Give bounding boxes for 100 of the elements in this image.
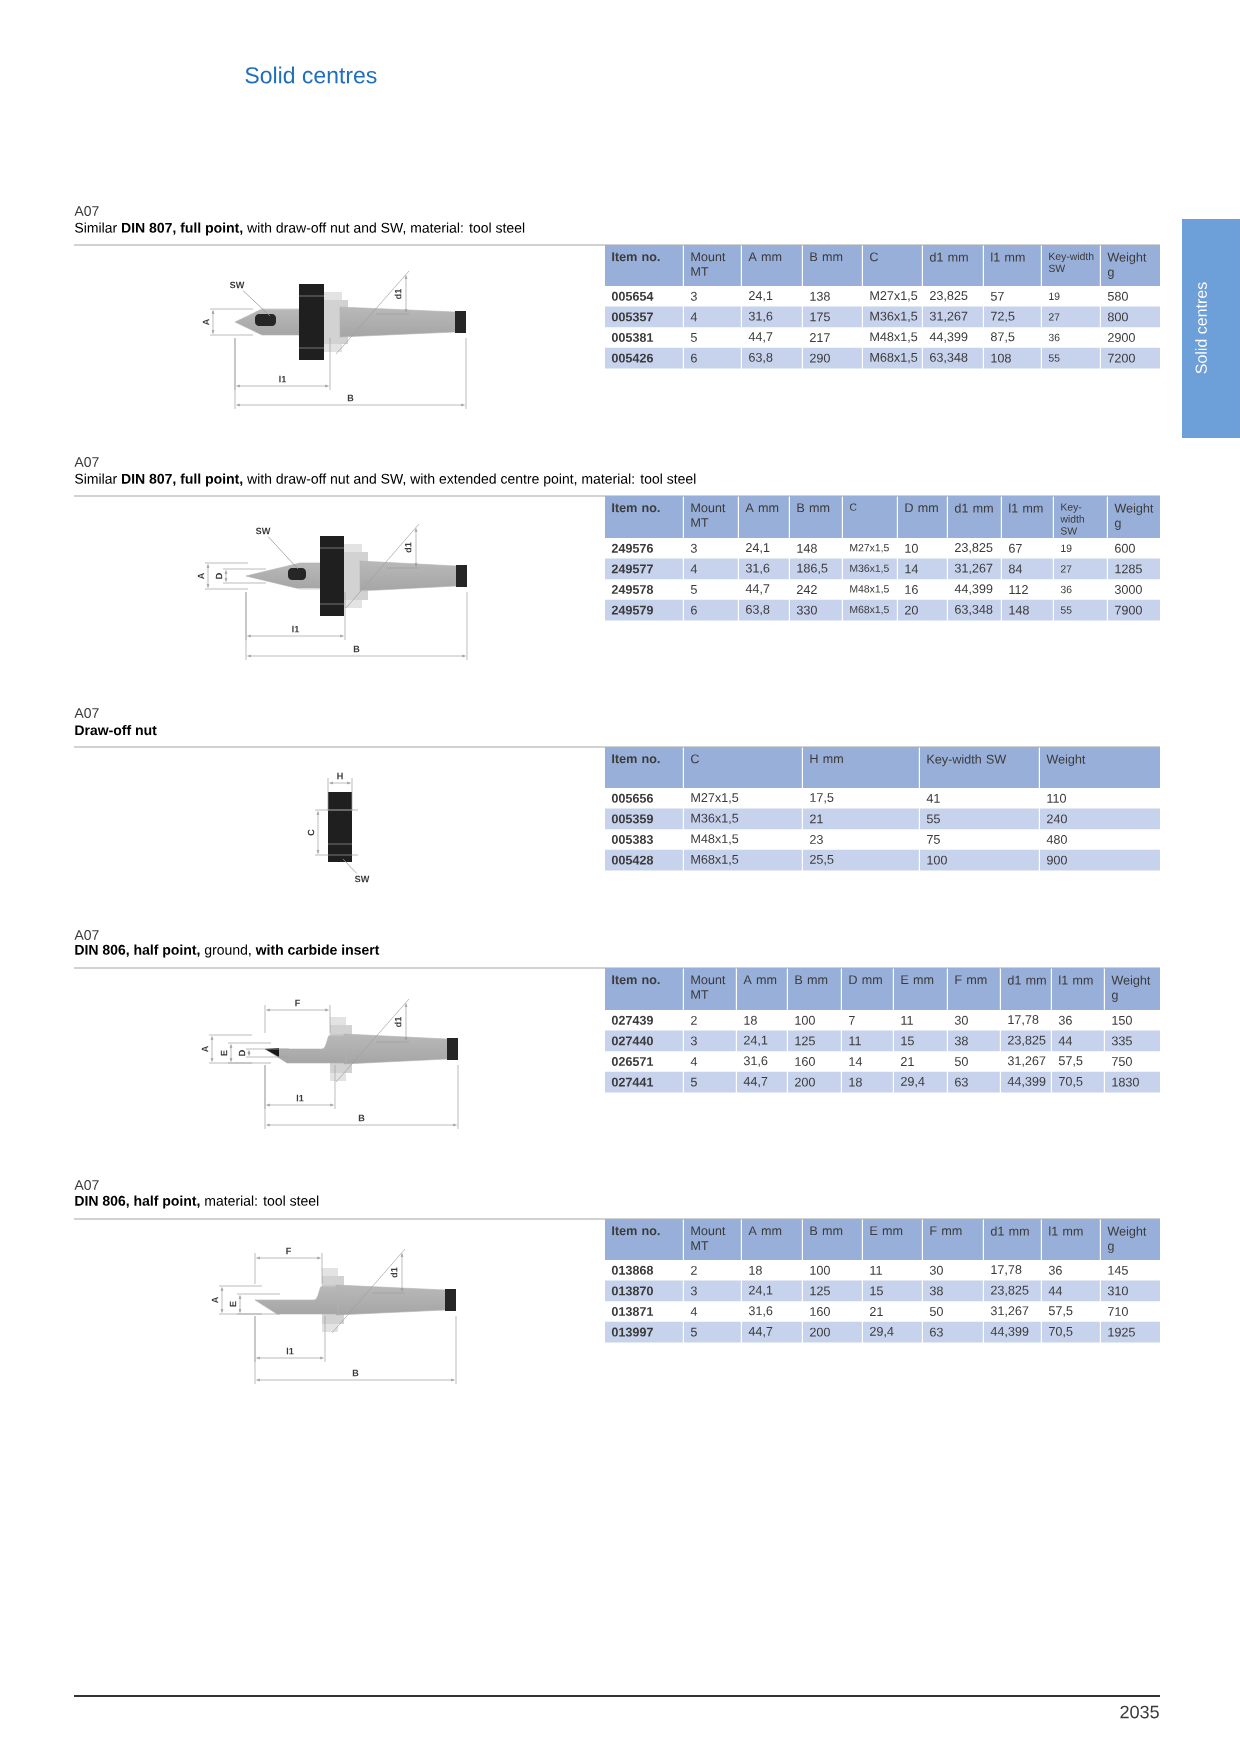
table-header-cell: Mount MT	[684, 245, 741, 286]
table-cell: 108	[984, 347, 1041, 369]
table-cell: 44,7	[748, 332, 773, 343]
table-cell: 38	[948, 1030, 1000, 1052]
table-cell: 25,5	[803, 849, 919, 871]
table-cell: 013868	[611, 1265, 654, 1275]
table-cell: 005359	[605, 808, 683, 830]
table-cell: 249576	[611, 543, 653, 553]
table-cell: M27x1,5	[870, 291, 918, 302]
table-cell: 30	[954, 1015, 968, 1025]
table-cell: 63,348	[923, 347, 983, 369]
table-cell: 14	[849, 1057, 863, 1066]
table-cell: 24,1	[737, 1030, 787, 1052]
dimension-label: E	[229, 1300, 237, 1308]
table-cell: 31,6	[742, 306, 802, 328]
table-header-cell: Weight g	[1101, 1219, 1160, 1260]
dimension-label: SW	[354, 875, 370, 883]
table-cell: 1285	[1108, 558, 1160, 580]
table-cell: 2	[691, 1015, 697, 1025]
section-heading: DIN 806, half point, ground, with carbide insert	[75, 944, 380, 958]
table-cell: M68x1,5	[684, 849, 802, 871]
section-code: A07	[74, 457, 99, 467]
table-cell: 335	[1105, 1030, 1160, 1052]
table-cell: 4	[684, 306, 741, 328]
side-tab: Solid centres	[1182, 219, 1240, 438]
table-header-cell: Weight	[1040, 747, 1160, 788]
dimension-label: A	[201, 1044, 209, 1054]
table-cell: 027441	[605, 1071, 683, 1093]
table-header-cell: B mm	[803, 1219, 862, 1260]
table-cell: 16	[905, 585, 918, 594]
section-heading: Similar DIN 807, full point, with draw-off nut and SW, with extended centre point, material: tool steel	[75, 473, 696, 487]
table-cell: 31,6	[748, 1306, 773, 1317]
table-header-cell: Item no.	[605, 968, 683, 1010]
table-cell: 29,4	[863, 1321, 922, 1343]
table-cell: 2900	[1108, 333, 1135, 342]
table-cell: M48x1,5	[870, 332, 918, 343]
dimension-label: B	[346, 394, 355, 402]
table-cell: M27x1,5	[850, 544, 889, 553]
dimension-label: D	[215, 571, 223, 581]
dimension-label: l1	[285, 1346, 295, 1356]
table-cell: 750	[1112, 1057, 1132, 1066]
table-cell: 1925	[1101, 1321, 1160, 1343]
table-cell: 23,825	[930, 291, 968, 302]
table-cell: 11	[870, 1265, 882, 1275]
table-cell: 3	[690, 543, 697, 553]
table-cell: 005381	[611, 333, 654, 342]
table-cell: 36	[1048, 1265, 1062, 1275]
table-cell: 14	[898, 558, 947, 580]
table-cell: 18	[749, 1265, 762, 1275]
table-cell: 87,5	[990, 332, 1015, 343]
table-cell: 6	[684, 347, 741, 369]
table-cell: 31,267	[1007, 1056, 1046, 1067]
table-header-cell: Item no.	[605, 747, 683, 788]
table-header-cell: C	[684, 747, 802, 788]
table-header-cell: B mm	[788, 968, 841, 1010]
table-cell: 026571	[611, 1057, 654, 1066]
table-cell: 38	[923, 1280, 983, 1302]
table-cell: 160	[810, 1307, 830, 1316]
table-cell: 24,1	[749, 291, 773, 302]
table-header-cell: Key-width SW	[1042, 245, 1100, 286]
table-cell: 44,7	[742, 1321, 802, 1343]
table-cell: 63	[923, 1321, 983, 1343]
table-cell: 7900	[1108, 599, 1160, 621]
table-header-cell: A mm	[739, 496, 789, 538]
table-header-cell: l1 mm	[1052, 968, 1104, 1010]
table-cell: 4	[690, 1307, 698, 1316]
table-cell: 17,78	[991, 1265, 1022, 1276]
table-cell: 100	[795, 1015, 815, 1025]
dimension-label: D	[238, 1048, 246, 1058]
table-cell: 5	[684, 1071, 736, 1093]
table-cell: 44,399	[929, 332, 968, 343]
table-cell: 57,5	[1058, 1056, 1083, 1067]
table-header-cell: Item no.	[605, 496, 683, 538]
table-cell: 100	[810, 1265, 830, 1275]
table-cell: 27	[1042, 306, 1100, 328]
table-cell: 18	[744, 1015, 757, 1025]
table-cell: 7200	[1101, 347, 1160, 369]
table-cell: 44,399	[984, 1321, 1041, 1343]
table-header-cell: A mm	[737, 968, 787, 1010]
table-cell: 580	[1107, 291, 1128, 301]
section-heading: DIN 806, half point, material: tool steel	[75, 1195, 319, 1209]
table-cell: 005654	[611, 291, 654, 301]
table-cell: 186,5	[790, 558, 842, 580]
table-cell: 005656	[611, 793, 653, 803]
table-header-cell: Mount MT	[684, 968, 736, 1010]
table-cell: 31,267	[990, 1306, 1029, 1317]
table-cell: 17,78	[1008, 1015, 1039, 1026]
table-cell: 63,348	[948, 599, 1001, 621]
table-cell: 18	[842, 1071, 893, 1093]
table-cell: 249579	[605, 599, 683, 621]
table-cell: 242	[797, 585, 817, 594]
table-cell: 21	[803, 808, 919, 830]
table-cell: 55	[1054, 599, 1107, 621]
section-code: A07	[74, 930, 99, 940]
table-cell: 4	[684, 558, 738, 580]
table-cell: 3	[684, 1030, 736, 1052]
table-cell: 800	[1101, 306, 1160, 328]
table-cell: 027440	[605, 1030, 683, 1052]
table-cell: 160	[795, 1057, 815, 1066]
table-cell: 290	[803, 347, 862, 369]
